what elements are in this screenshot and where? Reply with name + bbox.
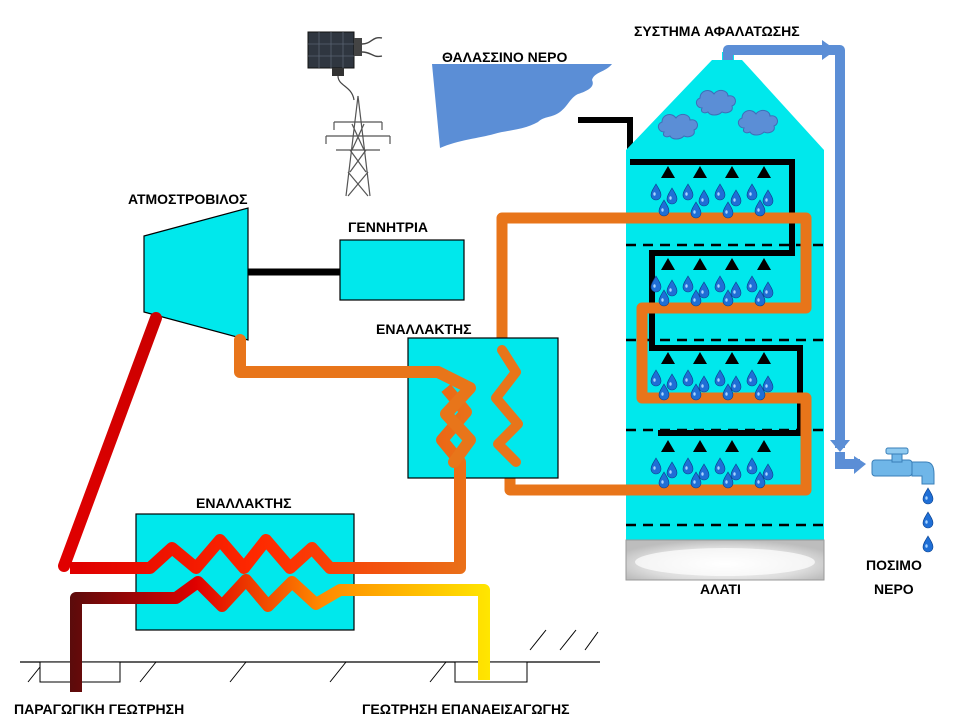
seawater-label: ΘΑΛΑΣΣΙΝΟ ΝΕΡΟ bbox=[442, 49, 567, 65]
production-well-label: ΠΑΡΑΓΩΓΙΚΗ ΓΕΩΤΡΗΣΗ bbox=[14, 701, 184, 717]
cloud-icon bbox=[657, 89, 778, 140]
steam-supply-pipe bbox=[58, 312, 162, 572]
solar-panel-icon bbox=[307, 31, 383, 101]
heating-loop-pipe bbox=[496, 212, 812, 496]
water-tap-icon bbox=[871, 447, 935, 485]
heat-exchanger-upper-label: ΕΝΑΛΛΑΚΤΗΣ bbox=[376, 321, 472, 337]
fresh-water-pipe bbox=[723, 45, 845, 448]
seawater-body bbox=[432, 64, 612, 148]
water-drop-icon bbox=[922, 487, 934, 553]
salt-label: ΑΛΑΤΙ bbox=[700, 581, 741, 597]
reinjection-pipe bbox=[70, 574, 490, 692]
drinking-water-label-line1: ΠΟΣΙΜΟ bbox=[866, 557, 922, 573]
generator-label: ΓΕΝΝΗΤΡΙΑ bbox=[348, 219, 428, 235]
heat-exchanger-lower-label: ΕΝΑΛΛΑΚΤΗΣ bbox=[196, 495, 292, 511]
turbine-exhaust-pipe bbox=[234, 334, 476, 468]
power-pylon-icon bbox=[325, 95, 391, 197]
steam-turbine bbox=[143, 207, 249, 341]
seawater-feed-pipe bbox=[578, 117, 633, 162]
drinking-water-label-line2: ΝΕΡΟ bbox=[874, 581, 914, 597]
steam-turbine-label: ΑΤΜΟΣΤΡΟΒΙΛΟΣ bbox=[128, 191, 248, 207]
ground bbox=[20, 629, 600, 683]
desalination-tower bbox=[625, 52, 825, 581]
heat-exchanger-upper bbox=[407, 337, 559, 479]
hot-geothermal-pipe bbox=[70, 384, 472, 574]
desalination-system-label: ΣΥΣΤΗΜΑ ΑΦΑΛΑΤΩΣΗΣ bbox=[634, 23, 800, 39]
heating-loop-exchanger-coil bbox=[491, 345, 523, 467]
generator bbox=[339, 239, 465, 301]
reinjection-well-label: ΓΕΩΤΡΗΣΗ ΕΠΑΝΑΕΙΣΑΓΩΓΗΣ bbox=[362, 701, 569, 717]
seawater-serpentine-pipe bbox=[630, 159, 803, 436]
